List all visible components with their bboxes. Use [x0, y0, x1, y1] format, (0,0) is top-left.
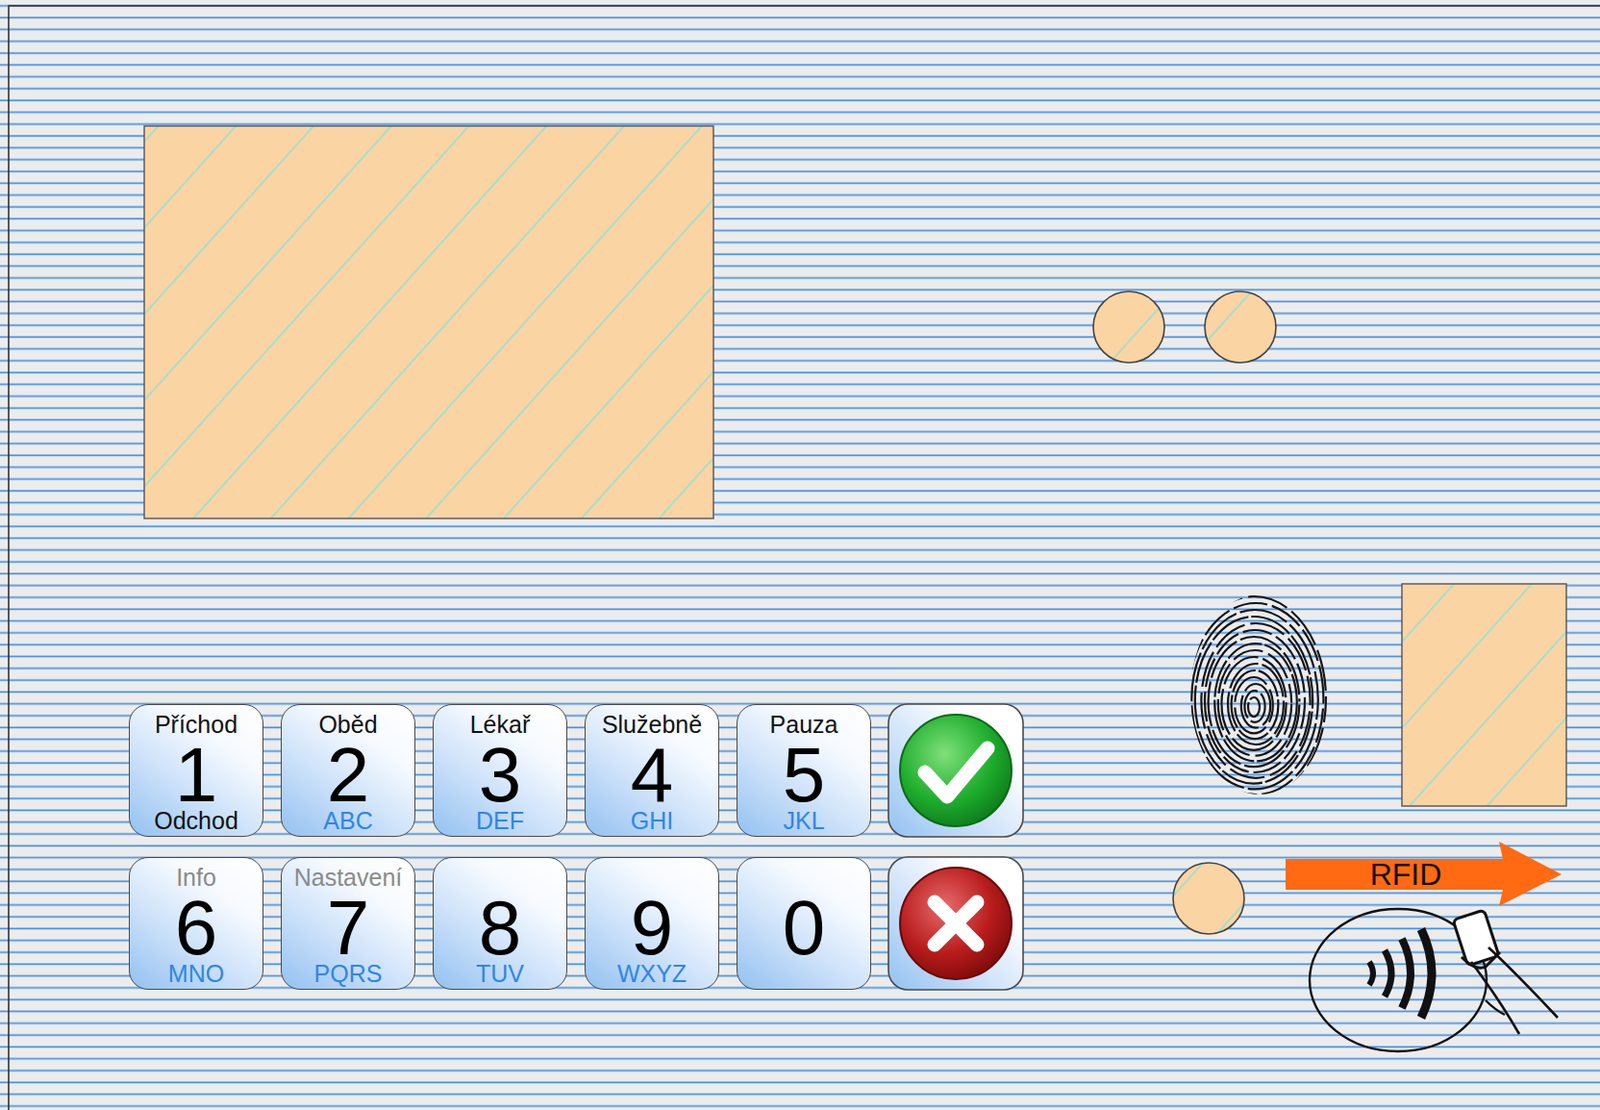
key-digit: 1 — [129, 735, 263, 815]
panel-border — [8, 5, 1600, 1110]
check-mark — [925, 748, 988, 797]
key-digit: 0 — [737, 888, 871, 968]
fingerprint-ridge — [1200, 623, 1310, 778]
keypad-key: Služebně4GHI — [584, 703, 720, 837]
key-function-label: Nastavení — [281, 863, 415, 891]
led-indicator — [1204, 291, 1276, 363]
fingerprint-ridge — [1181, 596, 1326, 800]
keypad-key: 0 — [736, 856, 872, 990]
fingerprint-ridge — [1204, 629, 1305, 773]
confirm-key — [888, 703, 1024, 837]
rfid-label: RFID — [1285, 856, 1526, 892]
fingerprint-sensor — [1181, 596, 1326, 800]
key-letters: ABC — [281, 806, 415, 834]
keypad-key: Oběd2ABC — [280, 703, 416, 837]
key-digit: 2 — [281, 735, 415, 815]
key-digit: 7 — [281, 888, 415, 968]
contactless-symbol — [1309, 908, 1558, 1051]
key-letters: JKL — [737, 806, 871, 834]
key-letters: DEF — [433, 806, 567, 834]
fingerprint-ridge — [1214, 643, 1298, 761]
cancel-key — [888, 856, 1024, 990]
confirm-icon — [900, 714, 1012, 826]
key-function-label: Lékař — [433, 710, 567, 738]
display-screen — [144, 125, 714, 519]
key-digit: 9 — [585, 888, 719, 968]
fingerprint-ridge — [1221, 656, 1286, 750]
cross-mark — [934, 901, 977, 945]
key-digit: 5 — [737, 735, 871, 815]
key-function-label: Příchod — [129, 710, 263, 738]
key-letters: GHI — [585, 806, 719, 834]
keypad-key: Příchod1Odchod — [128, 703, 264, 837]
key-function-label: Oběd — [281, 710, 415, 738]
key-letters: MNO — [129, 959, 263, 987]
fingerprint-ridge — [1191, 609, 1319, 789]
keypad-key: 9WXYZ — [584, 856, 720, 990]
key-letters: WXYZ — [585, 959, 719, 987]
key-function-label: Info — [129, 863, 263, 891]
key-function-label: Služebně — [585, 710, 719, 738]
rfid-arrow: RFID — [1285, 841, 1562, 906]
fingerprint-ridge — [1241, 683, 1271, 728]
key-letters: PQRS — [281, 959, 415, 987]
keypad-key: Nastavení7PQRS — [280, 856, 416, 990]
key-digit: 4 — [585, 735, 719, 815]
fingerprint-ridge — [1244, 690, 1265, 723]
key-digit: 8 — [433, 888, 567, 968]
key-digit: 3 — [433, 735, 567, 815]
key-letters: TUV — [433, 959, 567, 987]
keypad-key: Lékař3DEF — [432, 703, 568, 837]
fingerprint-ridge — [1208, 636, 1300, 767]
fingerprint-ridge — [1231, 670, 1279, 739]
cancel-icon — [900, 867, 1012, 979]
led-indicator — [1173, 862, 1245, 934]
fingerprint-ridge — [1234, 676, 1274, 733]
led-indicator — [1093, 291, 1165, 363]
keypad-key: Pauza5JKL — [736, 703, 872, 837]
key-letters: Odchod — [129, 806, 263, 834]
keypad-key: Info6MNO — [128, 856, 264, 990]
keypad-key: 8TUV — [432, 856, 568, 990]
fingerprint-ridge — [1227, 663, 1284, 745]
key-function-label: Pauza — [737, 710, 871, 738]
sensor-window — [1401, 583, 1567, 806]
fingerprint-ridge — [1195, 616, 1313, 784]
key-digit: 6 — [129, 888, 263, 968]
fingerprint-ridge — [1248, 697, 1260, 717]
fingerprint-ridge — [1188, 602, 1325, 795]
fingerprint-ridge — [1218, 650, 1292, 756]
